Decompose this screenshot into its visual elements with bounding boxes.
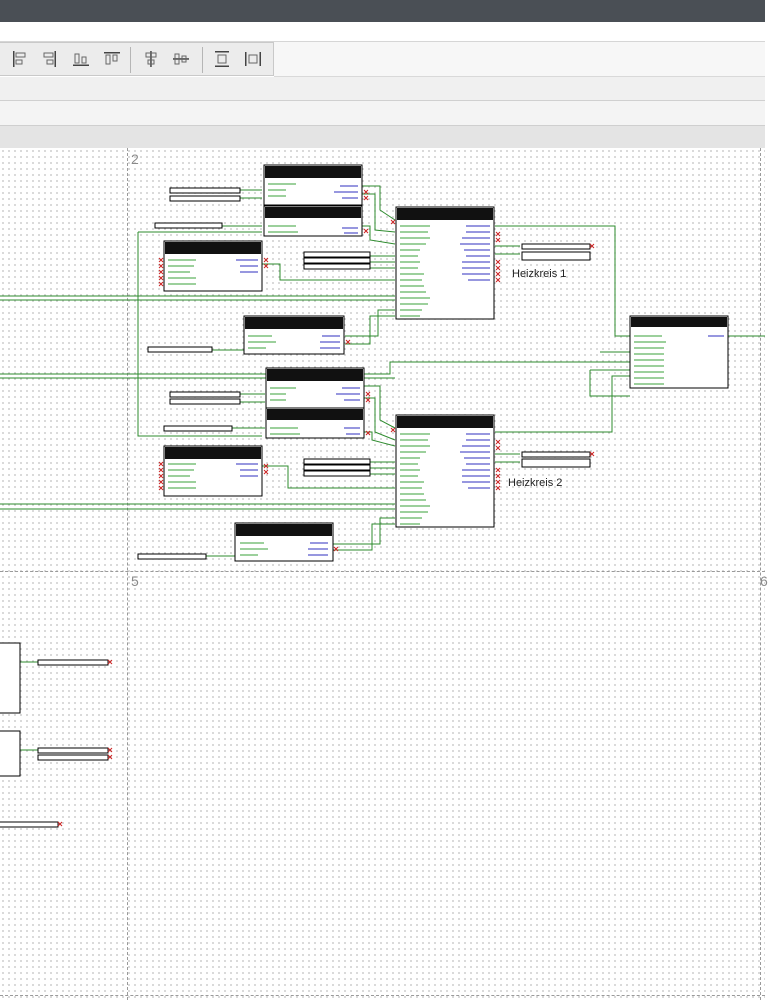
window-title-bar (0, 0, 765, 22)
distribute-horizontal-button[interactable] (242, 48, 264, 70)
align-left-button[interactable] (9, 48, 31, 70)
center-horizontal-icon (145, 51, 157, 67)
toolbar-separator (202, 47, 203, 73)
sheet-number: 6 (760, 573, 768, 589)
center-vertical-button[interactable] (170, 48, 192, 70)
align-bottom-button[interactable] (70, 48, 92, 70)
heizkreis-2-label: Heizkreis 2 (508, 477, 563, 489)
panel-header (0, 77, 765, 101)
align-left-icon (13, 51, 26, 67)
sheet-number: 2 (131, 151, 139, 167)
toolbar-separator (130, 47, 131, 73)
toolbar-empty-area (274, 42, 765, 77)
sheet-border (0, 571, 765, 572)
menu-bar (0, 22, 765, 42)
align-top-icon (104, 52, 120, 65)
distribute-horizontal-icon (245, 52, 261, 66)
align-right-button[interactable] (38, 48, 60, 70)
distribute-vertical-button[interactable] (211, 48, 233, 70)
sheet-border (127, 148, 128, 1000)
align-top-button[interactable] (101, 48, 123, 70)
sheet-border (760, 148, 761, 1000)
alignment-toolbar (0, 42, 274, 76)
sheet-border (0, 995, 765, 996)
align-right-icon (43, 51, 56, 67)
function-diagram (0, 164, 765, 828)
panel-tabs (0, 101, 765, 126)
align-bottom-icon (73, 53, 89, 66)
sheet-number: 5 (131, 573, 139, 589)
heizkreis-1-label: Heizkreis 1 (512, 268, 567, 280)
distribute-vertical-icon (215, 51, 229, 67)
center-vertical-icon (173, 53, 189, 65)
center-horizontal-button[interactable] (140, 48, 162, 70)
ruler-bar (0, 126, 765, 149)
